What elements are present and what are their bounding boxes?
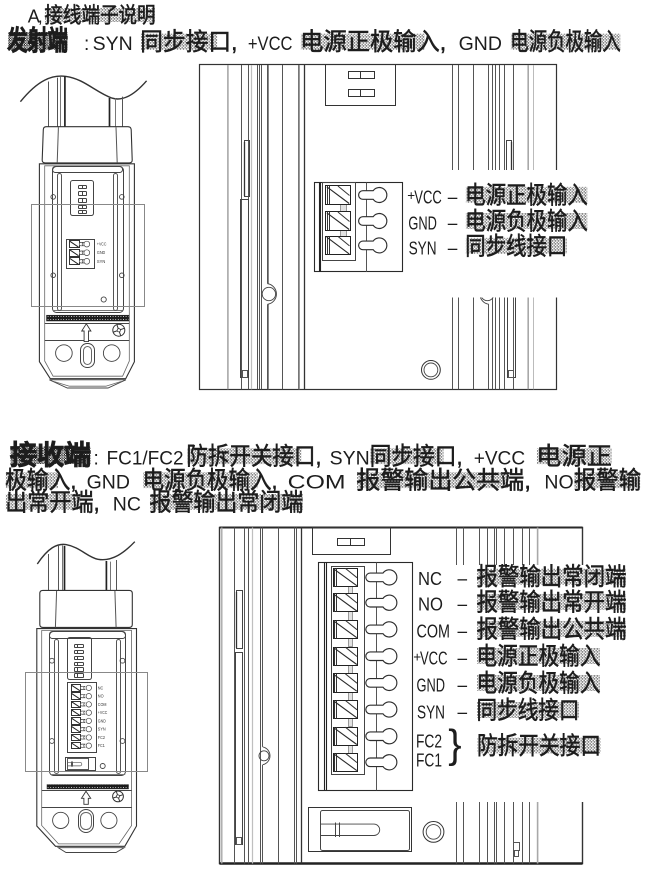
svg-text:GND: GND bbox=[87, 472, 130, 494]
svg-text:–: – bbox=[458, 675, 468, 696]
svg-text:GND: GND bbox=[408, 212, 437, 233]
svg-text:+: + bbox=[407, 188, 415, 203]
svg-text:COM: COM bbox=[98, 702, 107, 707]
svg-text:SYN: SYN bbox=[97, 259, 105, 264]
svg-text:–: – bbox=[448, 187, 458, 208]
svg-text:NC: NC bbox=[98, 685, 104, 690]
svg-text:NO: NO bbox=[418, 593, 443, 614]
svg-text:FC1: FC1 bbox=[416, 749, 442, 770]
svg-text:,: , bbox=[38, 6, 43, 26]
svg-text:GND: GND bbox=[417, 674, 446, 695]
svg-text:+VCC: +VCC bbox=[98, 710, 108, 715]
svg-text:GND: GND bbox=[459, 33, 502, 55]
svg-text:+VCC: +VCC bbox=[97, 242, 107, 247]
svg-text:SYN: SYN bbox=[417, 701, 445, 722]
svg-text:SYN: SYN bbox=[330, 448, 370, 470]
svg-text:接线端子说明: 接线端子说明 bbox=[44, 3, 155, 27]
svg-text:FC2: FC2 bbox=[416, 731, 442, 752]
svg-text:报警输: 报警输 bbox=[574, 467, 641, 495]
svg-text:–: – bbox=[448, 213, 458, 234]
svg-text:VCC: VCC bbox=[414, 186, 442, 207]
svg-text:+: + bbox=[413, 649, 421, 664]
svg-text:接收端: 接收端 bbox=[10, 441, 91, 471]
svg-text:同步线接口: 同步线接口 bbox=[477, 696, 580, 724]
svg-text:VCC: VCC bbox=[420, 647, 448, 668]
svg-text:电源负极输入: 电源负极输入 bbox=[465, 207, 588, 235]
svg-text:NO: NO bbox=[98, 694, 104, 699]
svg-text:FC1/FC2: FC1/FC2 bbox=[107, 449, 184, 470]
svg-text:电源正极输入,: 电源正极输入, bbox=[300, 28, 446, 56]
svg-text:电源负极输入: 电源负极输入 bbox=[477, 669, 601, 697]
svg-text:–: – bbox=[458, 594, 468, 615]
svg-text:电源正: 电源正 bbox=[536, 443, 612, 471]
svg-text:报警输出公共端,: 报警输出公共端, bbox=[356, 467, 531, 495]
svg-text:NO: NO bbox=[544, 472, 573, 494]
svg-text:SYN: SYN bbox=[98, 727, 106, 732]
svg-text:报警输出公共端: 报警输出公共端 bbox=[477, 615, 627, 643]
svg-text:报警输出常开端: 报警输出常开端 bbox=[477, 588, 627, 616]
svg-text:电源正极输入: 电源正极输入 bbox=[465, 181, 588, 209]
svg-text:极输入,: 极输入, bbox=[5, 467, 76, 495]
svg-text:NC: NC bbox=[418, 568, 442, 589]
svg-text:–: – bbox=[458, 621, 468, 642]
svg-text:出常开端,: 出常开端, bbox=[5, 488, 100, 516]
svg-text:SYN: SYN bbox=[409, 237, 437, 258]
svg-text:FC1: FC1 bbox=[98, 743, 106, 748]
svg-text:GND: GND bbox=[97, 250, 106, 255]
svg-text:电源负极输入: 电源负极输入 bbox=[510, 28, 621, 56]
svg-text:–: – bbox=[458, 569, 468, 590]
svg-text:防拆开关接口,: 防拆开关接口, bbox=[186, 443, 321, 471]
svg-text:COM: COM bbox=[288, 472, 346, 494]
svg-text::: : bbox=[84, 34, 89, 55]
svg-text:发射端: 发射端 bbox=[7, 25, 68, 56]
svg-text:+VCC: +VCC bbox=[248, 33, 293, 55]
svg-text:同步线接口: 同步线接口 bbox=[465, 232, 567, 260]
svg-text:SYN: SYN bbox=[93, 33, 133, 55]
svg-text:+VCC: +VCC bbox=[474, 448, 525, 470]
svg-text:NC: NC bbox=[113, 493, 141, 515]
svg-text:FC2: FC2 bbox=[98, 735, 106, 740]
svg-text:同步接口,: 同步接口, bbox=[370, 443, 463, 471]
svg-text:COM: COM bbox=[417, 620, 451, 641]
svg-text:–: – bbox=[458, 648, 468, 669]
svg-text:–: – bbox=[448, 238, 458, 259]
svg-text:A: A bbox=[28, 6, 40, 26]
svg-text:GND: GND bbox=[98, 718, 106, 723]
svg-text:电源负极输入,: 电源负极输入, bbox=[143, 467, 278, 495]
svg-text::: : bbox=[94, 449, 99, 470]
svg-text:同步接口,: 同步接口, bbox=[140, 28, 237, 56]
svg-text:报警输出常闭端: 报警输出常闭端 bbox=[150, 488, 304, 516]
svg-text:电源正极输入: 电源正极输入 bbox=[477, 642, 601, 670]
svg-text:报警输出常闭端: 报警输出常闭端 bbox=[477, 563, 627, 591]
svg-text:防拆开关接口: 防拆开关接口 bbox=[477, 732, 601, 760]
svg-text:–: – bbox=[458, 702, 468, 723]
svg-text:}: } bbox=[448, 723, 461, 767]
